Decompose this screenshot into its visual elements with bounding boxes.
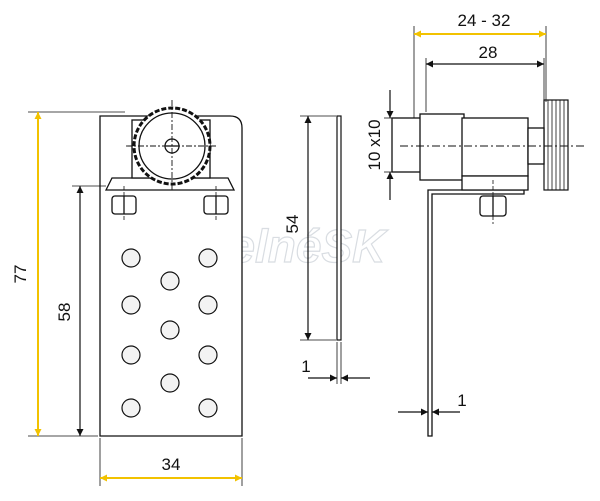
clamp-bracket-base — [461, 175, 529, 191]
dim-label-bracket-thickness: 1 — [457, 391, 466, 410]
dimension-77: 77 — [11, 111, 125, 437]
dimension-10x10: 10 x10 — [365, 90, 394, 200]
hole — [121, 345, 141, 365]
hole — [121, 398, 141, 418]
dim-label-plate-thickness: 1 — [301, 357, 310, 376]
dim-label-28: 28 — [479, 43, 498, 62]
dimension-34: 34 — [99, 438, 243, 486]
clamp-rail — [461, 117, 529, 177]
clamp-bracket — [104, 177, 236, 191]
dimension-28: 28 — [425, 43, 545, 112]
knurl-lines — [547, 100, 565, 190]
hole — [198, 248, 218, 268]
hole — [121, 248, 141, 268]
clamp-housing — [419, 113, 465, 181]
dim-label-54: 54 — [283, 215, 302, 234]
hole — [198, 345, 218, 365]
dimension-24-32: 24 - 32 — [413, 11, 547, 118]
hole — [198, 295, 218, 315]
l-bracket — [427, 189, 525, 437]
dim-label-34: 34 — [162, 455, 181, 474]
dim-label-24-32: 24 - 32 — [458, 11, 511, 30]
clamp-jaw — [391, 117, 423, 173]
hole — [121, 295, 141, 315]
front-view — [99, 100, 243, 437]
knurled-knob — [126, 100, 218, 192]
hole — [160, 320, 180, 340]
side-plate — [336, 115, 342, 341]
side-assembly-view — [391, 99, 584, 437]
hole — [198, 398, 218, 418]
hole — [160, 373, 180, 393]
dim-label-10x10: 10 x10 — [365, 119, 384, 170]
dim-label-58: 58 — [55, 303, 74, 322]
dim-label-77: 77 — [11, 265, 30, 284]
hole — [160, 271, 180, 291]
dimension-58: 58 — [55, 185, 106, 436]
side-plate-view: 54 1 — [283, 115, 370, 384]
dimension-bracket-thickness: 1 — [398, 391, 467, 416]
front-plate-holes — [121, 248, 218, 418]
